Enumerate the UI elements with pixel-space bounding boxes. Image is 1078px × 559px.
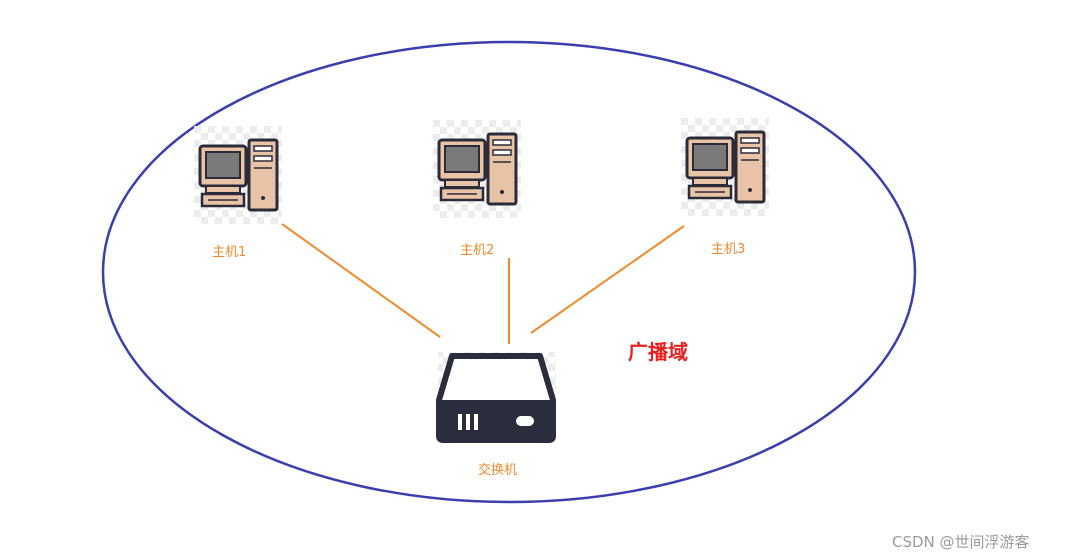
host3-computer-icon [679, 116, 771, 218]
host1-label: 主机1 [212, 245, 247, 260]
broadcast-domain-ellipse [101, 40, 917, 504]
link-host3-switch [530, 225, 685, 334]
host3-label: 主机3 [711, 242, 746, 257]
broadcast-domain-label: 广播域 [628, 340, 688, 364]
link-host1-switch [281, 223, 441, 338]
switch-label: 交换机 [478, 463, 518, 478]
host2-computer-icon [431, 118, 523, 220]
host1-computer-icon [192, 124, 284, 226]
switch-icon [436, 352, 556, 443]
host2-label: 主机2 [460, 243, 495, 258]
csdn-watermark: CSDN @世间浮游客 [892, 533, 1030, 551]
